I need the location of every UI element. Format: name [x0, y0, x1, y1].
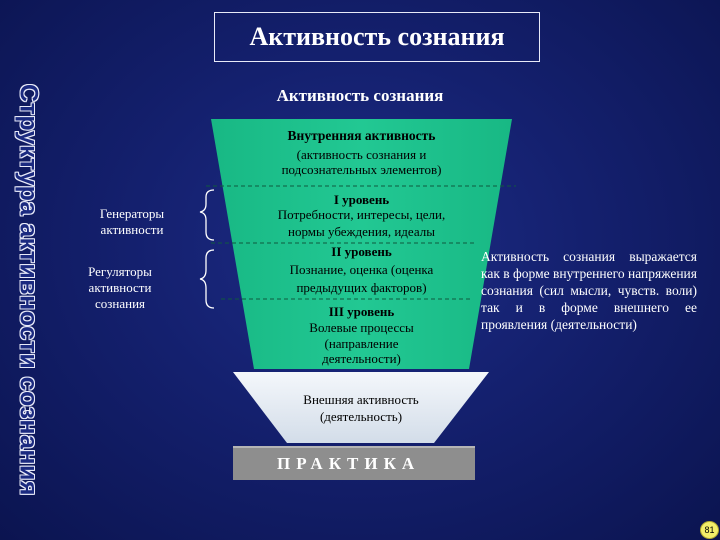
generators-brace [199, 189, 215, 241]
page-number: 81 [700, 521, 719, 539]
internal-activity-note-2: подсознательных элементов) [281, 162, 442, 177]
level3-line-2: (направление [324, 336, 399, 351]
diagram-subtitle: Активность сознания [276, 86, 444, 105]
regulators-brace [199, 249, 215, 309]
level1-line-1: Потребности, интересы, цели, [277, 207, 446, 222]
level1-line-2: нормы убеждения, идеалы [288, 224, 435, 239]
level2-title: II уровень [331, 244, 392, 259]
level3-line-3: деятельности) [322, 351, 401, 366]
regulators-label: Регуляторы активности сознания [60, 264, 180, 312]
generators-line-1: Генераторы [99, 206, 165, 221]
level1-title: I уровень [333, 192, 390, 207]
internal-activity-funnel [211, 119, 512, 369]
internal-activity-note-1: (активность сознания и [296, 147, 427, 162]
regulators-line-3: сознания [94, 296, 146, 311]
generators-label: Генераторы активности [72, 206, 192, 238]
practice-bar: ПРАКТИКА [233, 446, 475, 480]
external-activity-line-2: (деятельность) [319, 409, 403, 424]
regulators-line-1: Регуляторы [88, 264, 152, 279]
level3-title: III уровень [328, 304, 395, 319]
generators-line-2: активности [100, 222, 164, 237]
level3-line-1: Волевые процессы [309, 320, 414, 335]
level2-line-1: Познание, оценка (оценка [289, 262, 434, 277]
external-activity-line-1: Внешняя активность [303, 392, 419, 407]
slide-title: Активность сознания [214, 12, 540, 62]
regulators-line-2: активности [88, 280, 152, 295]
level2-line-2: предыдущих факторов) [296, 280, 427, 295]
activity-description: Активность сознания выражается как в фор… [481, 249, 697, 332]
external-activity-block [233, 372, 489, 443]
internal-activity-label: Внутренняя активность [287, 128, 436, 143]
